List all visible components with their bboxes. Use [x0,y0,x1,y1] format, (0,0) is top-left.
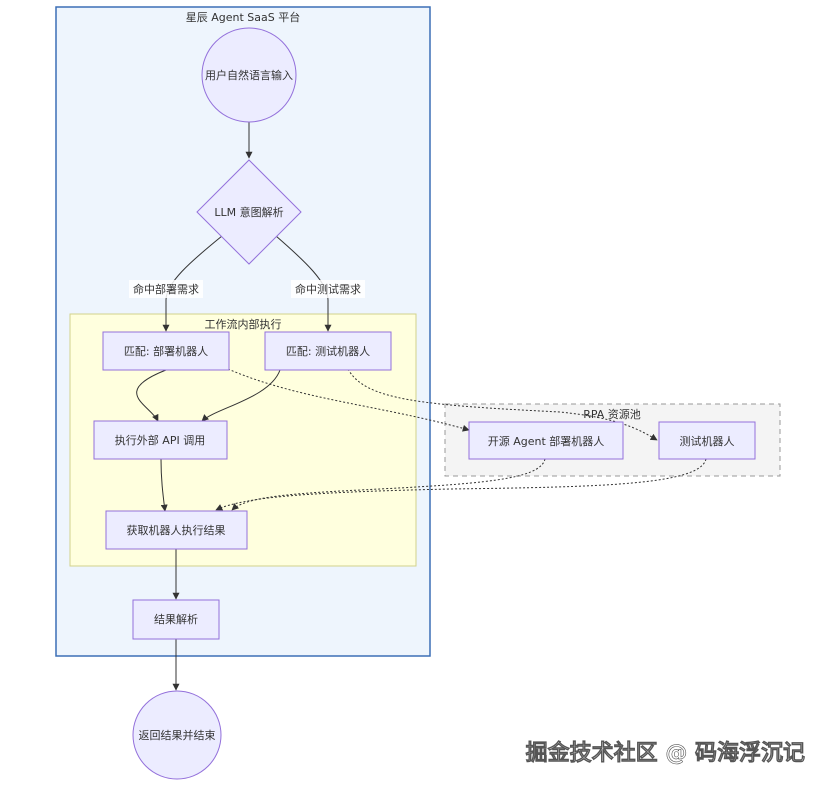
node-get-result: 获取机器人执行结果 [105,510,248,550]
node-match-deploy-label: 匹配: 部署机器人 [124,344,208,358]
node-match-test: 匹配: 测试机器人 [264,331,392,371]
edge-label-hit-deploy: 命中部署需求 [129,280,203,298]
edge-label-hit-deploy-text: 命中部署需求 [133,282,199,296]
node-test-robot-label: 测试机器人 [680,434,735,448]
edge-match-test-to-test-robot [347,368,658,441]
edge-label-hit-test-text: 命中测试需求 [295,282,361,296]
edge-llm-to-match-deploy [162,235,223,332]
node-match-deploy: 匹配: 部署机器人 [102,331,230,371]
node-match-test-label: 匹配: 测试机器人 [286,344,370,358]
node-return-end: 返回结果并结束 [132,690,222,780]
edge-llm-to-match-test [275,235,332,332]
node-parse-result-label: 结果解析 [154,612,198,626]
node-user-input: 用户自然语言输入 [201,27,297,123]
node-parse-result: 结果解析 [132,599,220,640]
node-return-end-label: 返回结果并结束 [139,728,216,742]
cluster-rpa-pool-title: RPA 资源池 [583,407,641,421]
node-call-api-label: 执行外部 API 调用 [115,433,205,447]
cluster-saas-platform-title: 星辰 Agent SaaS 平台 [186,10,301,24]
node-deploy-robot: 开源 Agent 部署机器人 [468,421,624,460]
edge-deploy-robot-to-get-result [231,458,546,511]
node-get-result-label: 获取机器人执行结果 [127,523,226,537]
node-deploy-robot-label: 开源 Agent 部署机器人 [488,434,605,448]
edge-label-hit-test: 命中测试需求 [291,280,365,298]
edge-test-robot-to-get-result [215,458,707,511]
edge-match-test-to-api [201,369,281,422]
node-llm-parse: LLM 意图解析 [196,159,302,265]
cluster-workflow-title: 工作流内部执行 [205,317,282,331]
edges [136,122,332,691]
edge-match-deploy-to-deploy-robot [227,368,470,432]
watermark-text: 掘金技术社区 @ 码海浮沉记 [526,740,805,766]
dotted-edges [215,368,707,511]
edge-api-to-get-result [160,458,168,512]
node-call-api: 执行外部 API 调用 [93,420,228,460]
node-user-input-label: 用户自然语言输入 [205,68,293,82]
node-llm-parse-label: LLM 意图解析 [214,205,283,219]
edge-match-deploy-to-api [136,369,167,422]
node-test-robot: 测试机器人 [658,421,756,460]
